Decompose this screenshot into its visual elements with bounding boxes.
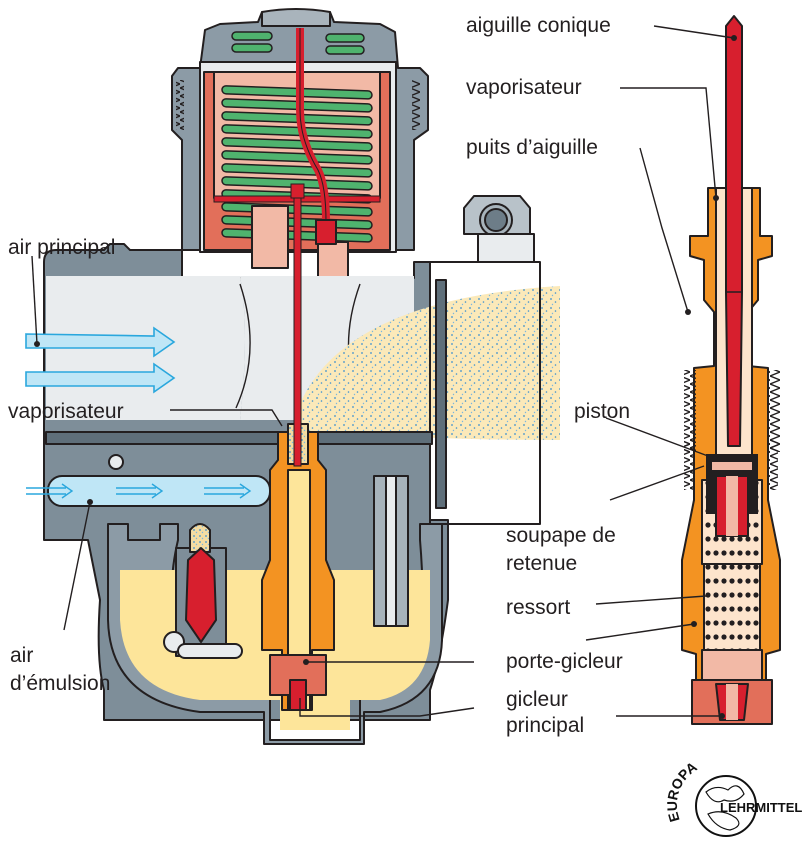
fuel-spray — [294, 286, 560, 440]
label-gicleur-2: principal — [506, 714, 584, 737]
label-air-emulsion-1: air — [10, 644, 33, 667]
spring-coil — [221, 137, 373, 152]
carburetor-cutaway — [25, 8, 560, 745]
label-aiguille-conique: aiguille conique — [466, 14, 611, 37]
label-puits-aiguille: puits d’aiguille — [466, 136, 598, 159]
main-air-arrows — [25, 326, 176, 394]
label-air-emulsion-2: d’émulsion — [10, 672, 110, 695]
slide-chamber — [171, 8, 429, 283]
spring-coil — [221, 124, 373, 139]
svg-text:EUROPA: EUROPA — [664, 758, 700, 823]
leader-lines — [31, 25, 737, 719]
main-jet-assembly — [261, 183, 335, 711]
label-vaporisateur-left: vaporisateur — [8, 400, 124, 423]
label-soupape-2: retenue — [506, 552, 577, 575]
logo-bottom-text: LEHRMITTEL — [720, 800, 802, 815]
spring-coil — [221, 163, 373, 178]
label-ressort: ressort — [506, 596, 570, 619]
label-piston: piston — [574, 400, 630, 423]
label-gicleur-1: gicleur — [506, 688, 568, 711]
labels: air principal vaporisateur air d’émulsio… — [8, 14, 630, 737]
label-soupape-1: soupape de — [506, 524, 616, 547]
banjo-fitting — [463, 195, 535, 263]
globe-icon — [695, 775, 757, 837]
europa-lehrmittel-logo: EUROPA LEHRMITTEL — [664, 758, 802, 837]
label-porte-gicleur: porte-gicleur — [506, 650, 623, 673]
spring-coil — [221, 150, 373, 165]
jet-needle — [293, 189, 302, 467]
float-needle — [185, 547, 217, 643]
conical-needle — [725, 15, 743, 447]
label-vaporisateur-right: vaporisateur — [466, 76, 582, 99]
logo-top-text: EUROPA — [664, 758, 700, 823]
needle-well-detail — [681, 15, 781, 725]
label-air-principal: air principal — [8, 236, 115, 259]
emulsion-air-arrows — [26, 483, 252, 499]
